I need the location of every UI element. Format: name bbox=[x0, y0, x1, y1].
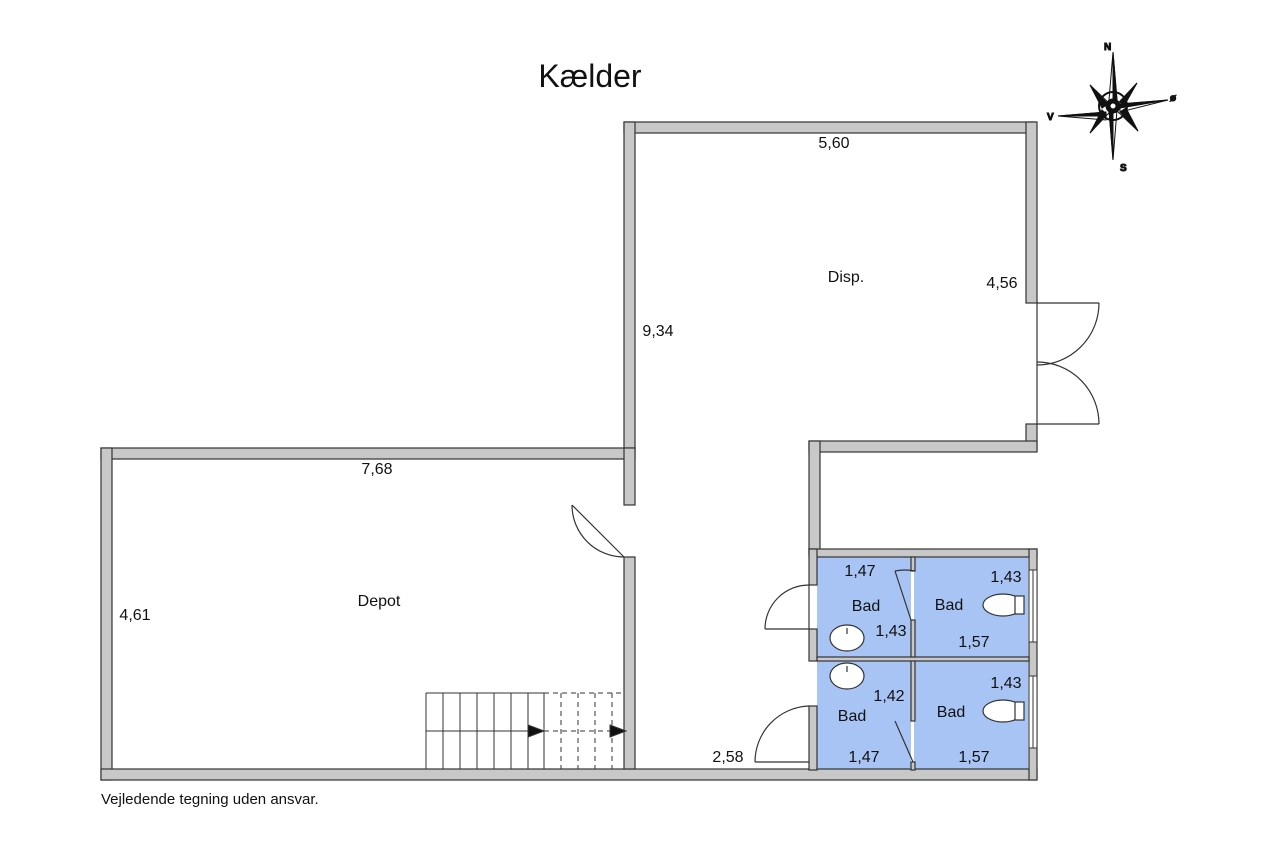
compass-north-label: N bbox=[1104, 42, 1111, 53]
room-label-bad-4: Bad bbox=[937, 704, 965, 721]
room-label-bad-3: Bad bbox=[838, 708, 866, 725]
plan-title: Kælder bbox=[538, 58, 642, 94]
room-label-bad-1: Bad bbox=[852, 598, 880, 615]
compass-west-label: V bbox=[1047, 112, 1054, 123]
stairs bbox=[425, 692, 628, 769]
compass-icon: N S V ø bbox=[1047, 42, 1178, 175]
dim-bad1-top: 1,47 bbox=[844, 563, 875, 580]
dim-depot-width: 7,68 bbox=[361, 461, 392, 478]
dim-depot-height: 4,61 bbox=[119, 607, 150, 624]
dim-disp-width: 5,60 bbox=[818, 135, 849, 152]
sink-icon bbox=[829, 624, 865, 652]
dim-bad4-bottom: 1,57 bbox=[958, 749, 989, 766]
walls bbox=[100, 121, 1038, 781]
room-label-bad-2: Bad bbox=[935, 597, 963, 614]
dim-disp-height: 4,56 bbox=[986, 275, 1017, 292]
doors bbox=[571, 302, 1100, 763]
dim-bad4-side: 1,43 bbox=[990, 675, 1021, 692]
room-label-depot: Depot bbox=[358, 593, 401, 610]
dim-bad3-bottom: 1,47 bbox=[848, 749, 879, 766]
dim-hall-width: 2,58 bbox=[712, 749, 743, 766]
dim-bad2-side: 1,43 bbox=[990, 569, 1021, 586]
compass-east-label: ø bbox=[1170, 93, 1177, 104]
dim-bad1-side: 1,43 bbox=[875, 623, 906, 640]
dim-corridor-length: 9,34 bbox=[642, 323, 673, 340]
disclaimer-text: Vejledende tegning uden ansvar. bbox=[101, 791, 319, 808]
room-label-disp: Disp. bbox=[828, 269, 864, 286]
dim-bad2-bottom: 1,57 bbox=[958, 634, 989, 651]
dim-bad3-side: 1,42 bbox=[873, 688, 904, 705]
windows bbox=[1028, 569, 1038, 749]
compass-south-label: S bbox=[1120, 163, 1127, 174]
fixtures bbox=[829, 593, 1025, 723]
sink-icon bbox=[829, 662, 865, 690]
